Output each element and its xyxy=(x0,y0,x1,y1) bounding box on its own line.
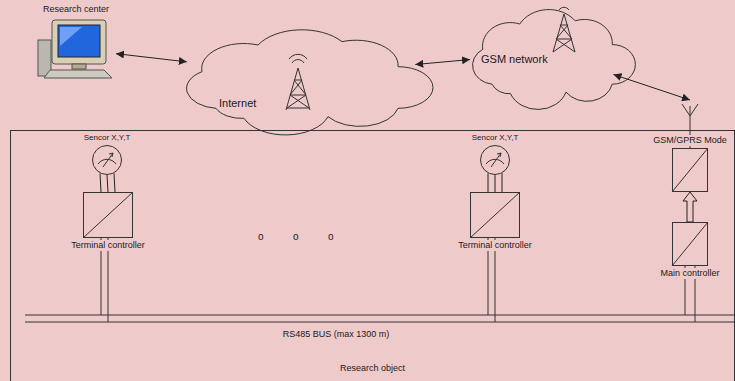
ellipsis-dot: o xyxy=(292,231,300,243)
keyboard xyxy=(44,70,112,78)
cloud-outline xyxy=(187,30,433,135)
gauge-dial xyxy=(98,153,116,167)
node-label: Terminal controller xyxy=(70,240,146,251)
network-cloud: GSM network xyxy=(455,5,640,100)
screen-glare xyxy=(60,27,82,46)
cloud-outline xyxy=(473,10,636,110)
connector xyxy=(116,54,187,62)
converter-diagonal xyxy=(83,148,708,266)
computer-station: Research center xyxy=(36,18,116,80)
gauge-dial xyxy=(486,153,504,167)
object-boundary: Research object Sencor X,Y,T Terminal cont… xyxy=(10,130,735,381)
ellipsis-dot: o xyxy=(327,231,335,243)
bus-drop-wire xyxy=(101,238,695,322)
cloud-outline xyxy=(187,30,433,135)
modem-box: GSM/GPRS Mode xyxy=(672,148,708,192)
connector xyxy=(415,60,470,65)
radio-link xyxy=(613,74,690,100)
monitor-frame xyxy=(52,20,106,64)
node-label: GSM network xyxy=(480,53,549,66)
data-arrow xyxy=(683,192,697,222)
cloud-outline xyxy=(473,10,636,110)
network-cloud: Internet xyxy=(160,25,440,125)
ellipsis-dot: o xyxy=(257,231,265,243)
controller-box: Terminal controller xyxy=(470,192,520,238)
monitor-screen xyxy=(58,25,100,57)
node-label: Sencor X,Y,T xyxy=(83,133,132,143)
sensor-gauge: Sencor X,Y,T xyxy=(480,145,510,175)
radio-tower xyxy=(286,54,310,110)
sensor-gauge: Sencor X,Y,T xyxy=(92,145,122,175)
sensor-cable xyxy=(488,173,502,192)
node-label: Research object xyxy=(339,363,406,374)
node-label: Sencor X,Y,T xyxy=(471,133,520,143)
node-label: Research center xyxy=(42,4,110,15)
monitor-stand xyxy=(72,64,86,69)
node-label: Internet xyxy=(218,97,257,110)
controller-box: Main controller xyxy=(672,222,708,266)
sensor-cable xyxy=(100,173,115,192)
rs485-bus xyxy=(25,315,735,322)
radio-tower xyxy=(553,7,575,52)
controller-box: Terminal controller xyxy=(83,192,133,238)
node-label: Main controller xyxy=(659,268,720,279)
bus-label: RS485 BUS (max 1300 m) xyxy=(282,329,391,340)
node-label: GSM/GPRS Mode xyxy=(652,135,728,146)
node-label: Terminal controller xyxy=(457,240,533,251)
